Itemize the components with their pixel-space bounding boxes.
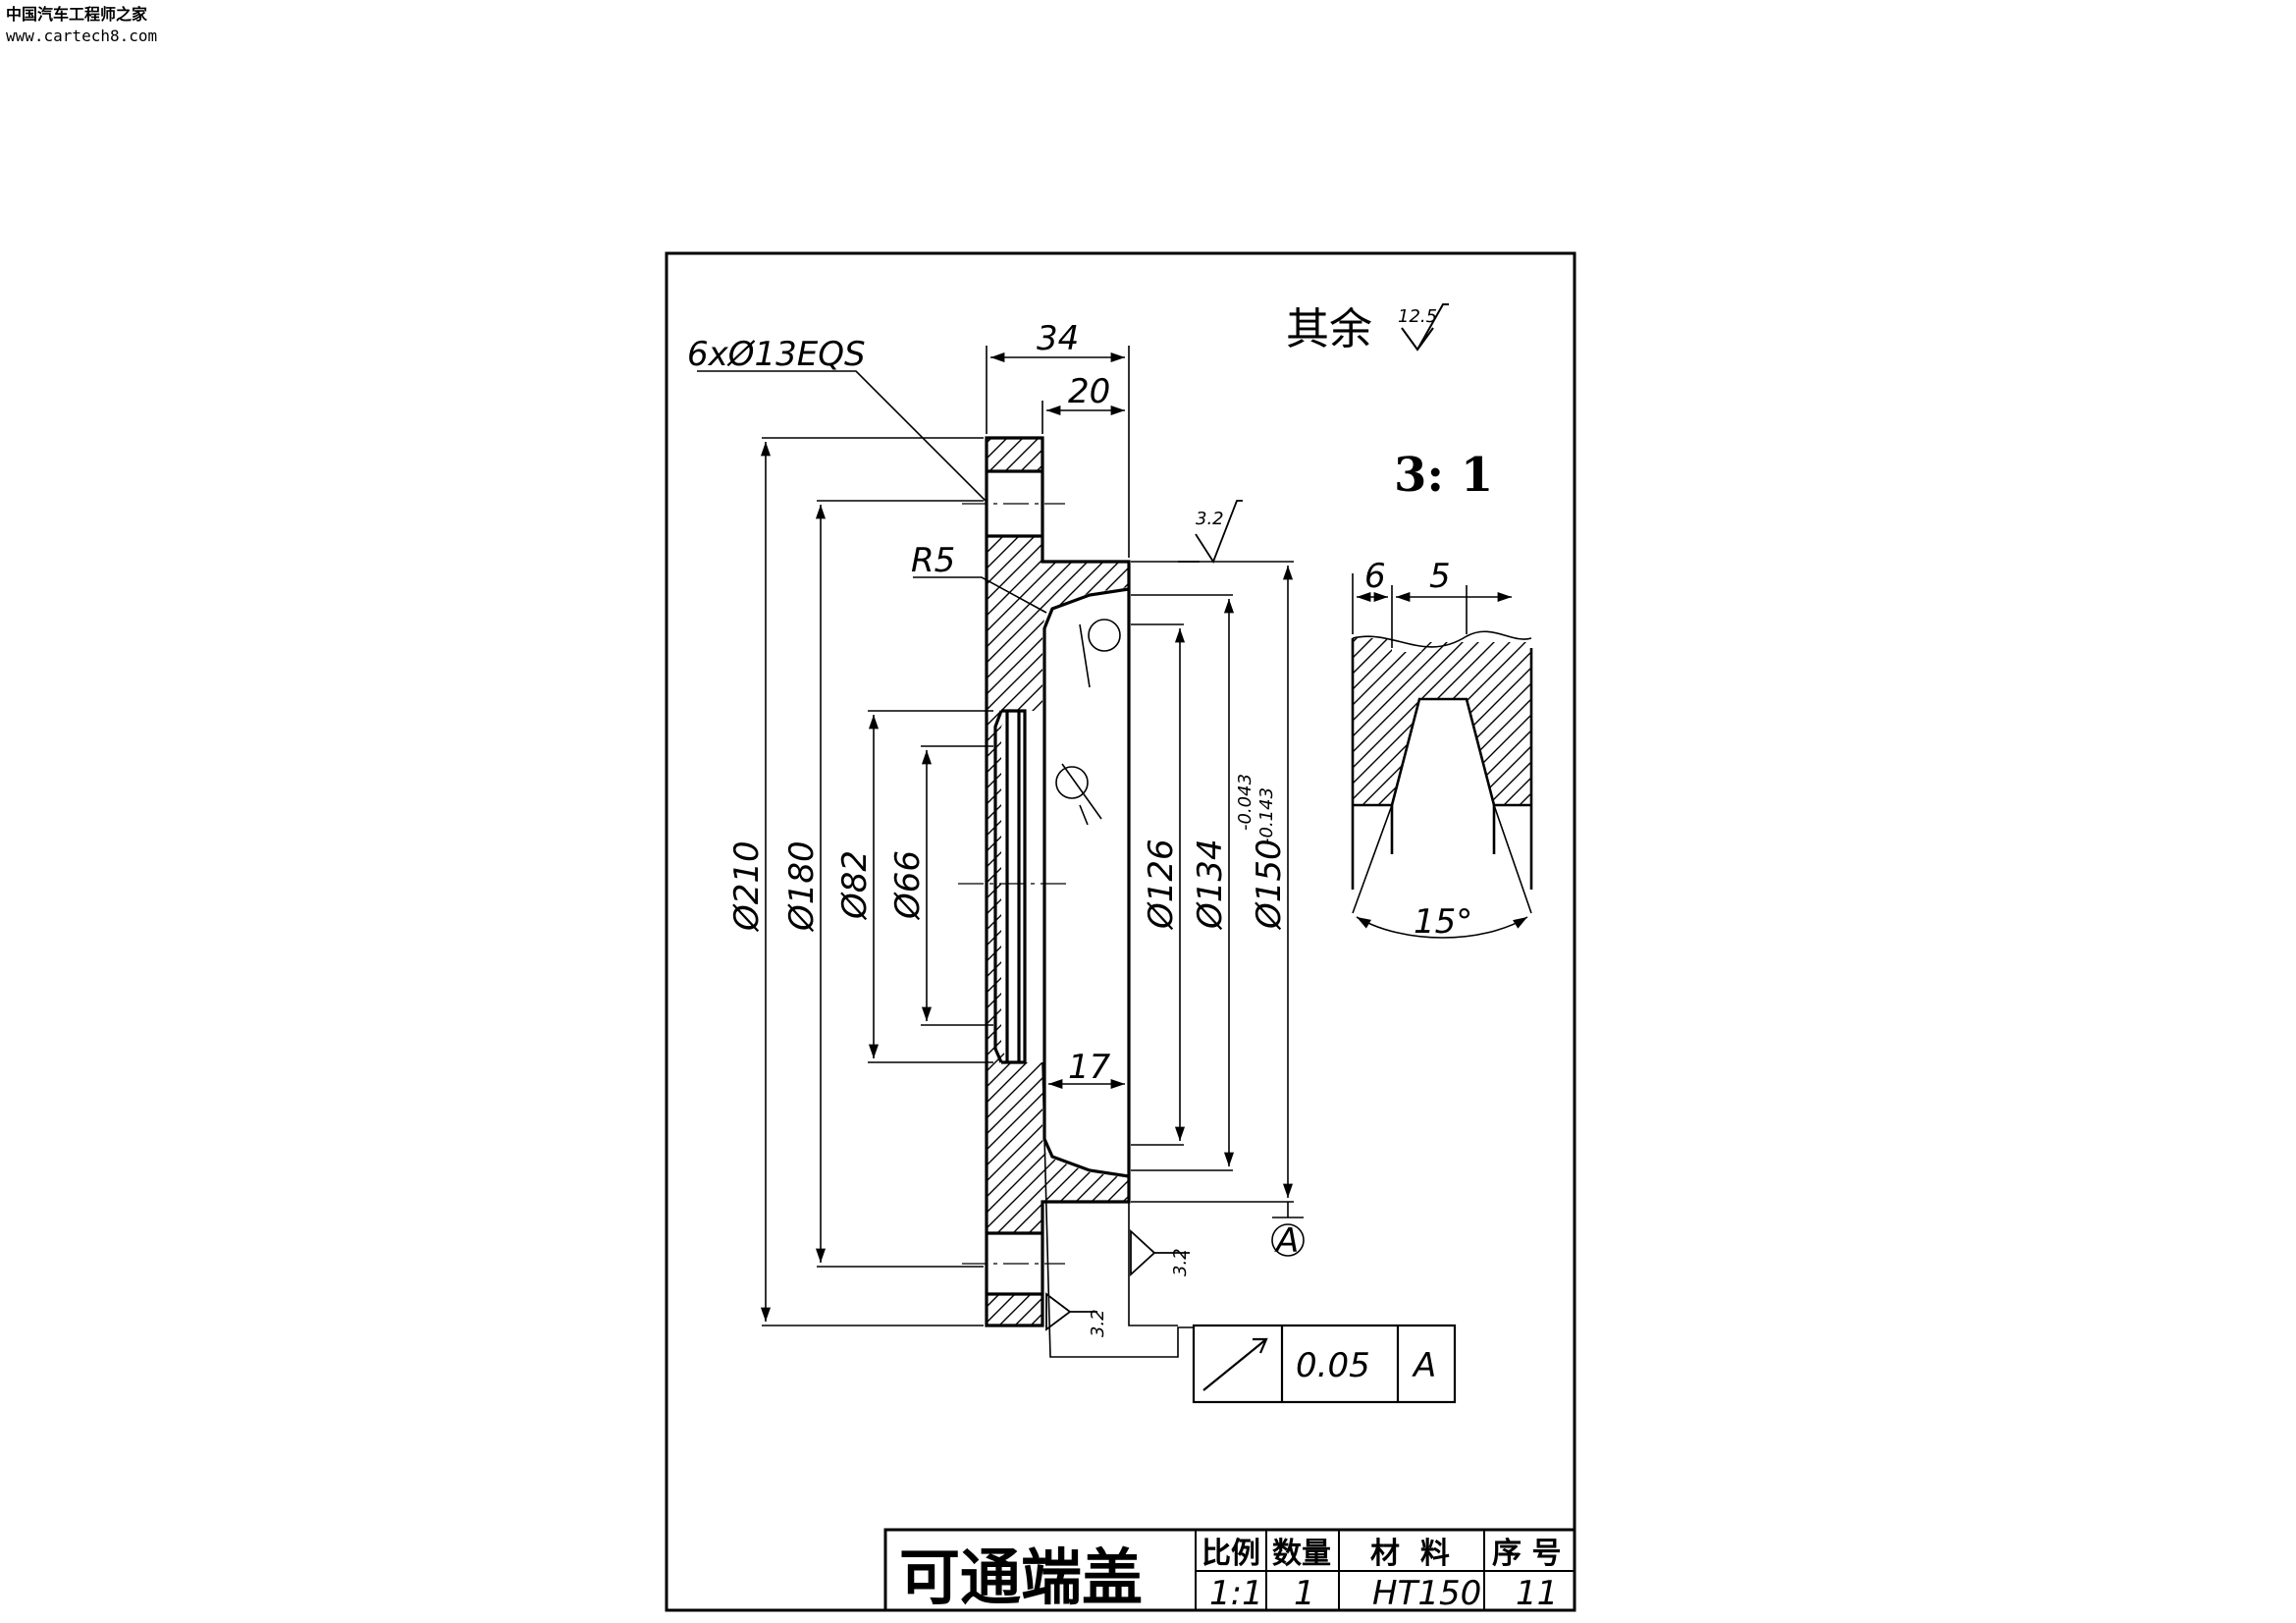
header-scale: 比例 — [1201, 1537, 1260, 1571]
dim-d134: Ø134 — [1191, 839, 1230, 931]
dim-width-17: 17 — [1068, 1048, 1111, 1087]
dim-d126: Ø126 — [1142, 839, 1181, 931]
header-qty: 数量 — [1272, 1537, 1331, 1571]
roughness-bore: 3.2 — [1170, 1248, 1191, 1276]
roughness-face: 3.2 — [1196, 509, 1224, 529]
roughness-bottom: 3.2 — [1088, 1309, 1108, 1337]
dim-d210: Ø210 — [727, 840, 767, 933]
general-roughness-label: 其余 — [1286, 304, 1372, 354]
detail-dim-5: 5 — [1429, 557, 1451, 596]
value-material: HT150 — [1372, 1574, 1481, 1613]
detail-dim-angle: 15° — [1414, 902, 1472, 942]
dim-d82: Ø82 — [835, 850, 875, 921]
tolerance-frame — [1192, 1324, 1457, 1404]
datum-label: A — [1274, 1221, 1299, 1261]
value-qty: 1 — [1294, 1574, 1315, 1613]
dim-d66: Ø66 — [888, 850, 928, 921]
hole-callout: 6xØ13EQS — [687, 335, 866, 374]
dim-d150-upper-tol: -0.043 — [1235, 774, 1255, 831]
section-hatching — [987, 438, 1129, 1325]
leaders — [697, 370, 1194, 1358]
value-seq: 11 — [1516, 1574, 1558, 1613]
dimension-lines — [760, 346, 1305, 1326]
header-material: 材 料 — [1370, 1537, 1450, 1571]
tolerance-datum: A — [1412, 1346, 1436, 1385]
general-roughness-symbol: 12.5 — [1398, 303, 1449, 352]
watermark-url: www.cartech8.com — [6, 27, 158, 45]
watermark-title: 中国汽车工程师之家 — [6, 5, 148, 24]
part-name: 可通端盖 — [899, 1542, 1143, 1613]
title-block — [883, 1528, 1576, 1612]
dim-d180: Ø180 — [782, 840, 822, 933]
detail-dimensions — [1352, 573, 1532, 939]
fillet-radius: R5 — [911, 541, 955, 580]
value-scale: 1:1 — [1209, 1574, 1263, 1613]
detail-dim-6: 6 — [1364, 557, 1386, 596]
detail-hatching — [1353, 638, 1531, 805]
header-seq: 序 号 — [1492, 1537, 1561, 1571]
detail-scale: 3: 1 — [1394, 448, 1493, 503]
watermark: 中国汽车工程师之家 www.cartech8.com — [6, 4, 157, 47]
general-roughness-value: 12.5 — [1398, 306, 1437, 327]
dim-width-20: 20 — [1068, 372, 1110, 411]
dim-d150: Ø150 — [1250, 839, 1289, 931]
dim-width-34: 34 — [1037, 319, 1079, 358]
detail-view — [1351, 630, 1533, 890]
tolerance-value: 0.05 — [1296, 1346, 1370, 1385]
dim-d150-lower-tol: -0.143 — [1256, 787, 1277, 844]
roughness-symbols — [1045, 500, 1243, 1331]
